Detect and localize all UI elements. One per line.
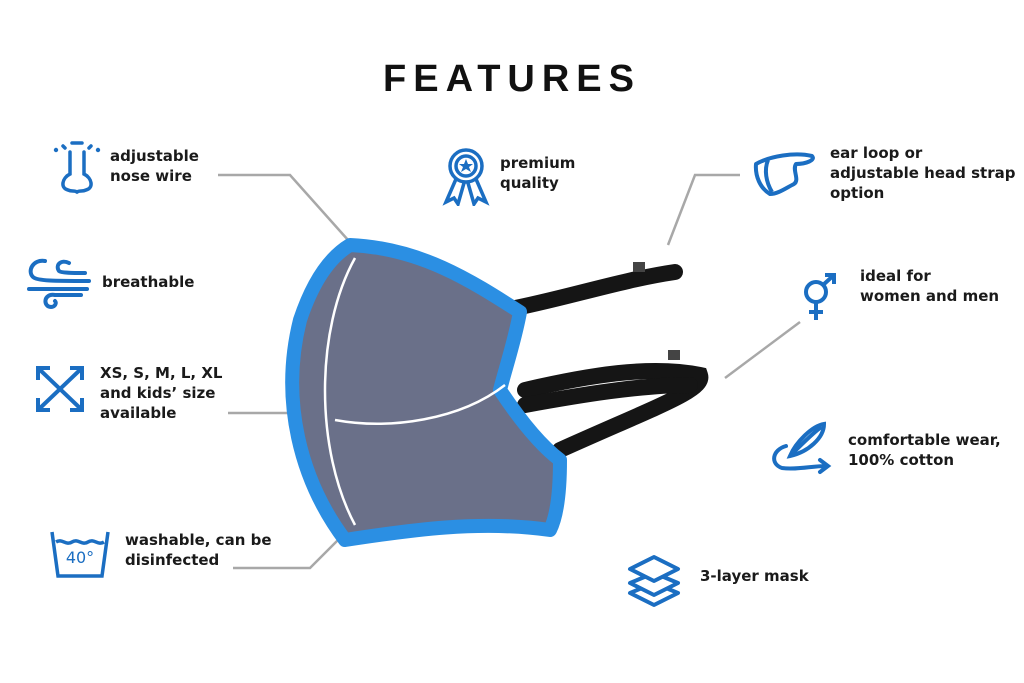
page-title: FEATURES bbox=[383, 58, 641, 100]
mask-straps bbox=[497, 264, 709, 458]
mask-body bbox=[285, 238, 567, 547]
layers-icon bbox=[628, 555, 680, 607]
resize-arrows-icon bbox=[36, 366, 84, 412]
ear-loop-mask-icon bbox=[753, 152, 815, 196]
feature-label-ear-loop: ear loop or adjustable head strap option bbox=[830, 144, 1016, 202]
feature-label-nose-wire: adjustable nose wire bbox=[110, 147, 199, 185]
nose-icon bbox=[53, 141, 101, 195]
wash-40-icon: 40° bbox=[48, 528, 112, 580]
feature-label-washable: washable, can be disinfected bbox=[125, 531, 272, 569]
wash-temperature-text: 40° bbox=[65, 548, 95, 567]
award-ribbon-icon bbox=[442, 148, 490, 206]
feature-label-premium: premium quality bbox=[500, 154, 576, 192]
feature-label-gender: ideal for women and men bbox=[860, 267, 1000, 305]
cotton-leaf-icon bbox=[772, 421, 832, 474]
feature-label-layers: 3-layer mask bbox=[700, 567, 809, 585]
feature-label-cotton: comfortable wear, 100% cotton bbox=[848, 431, 1001, 469]
feature-label-breathable: breathable bbox=[102, 273, 195, 291]
measurement-arrows bbox=[323, 257, 506, 526]
gender-icon bbox=[804, 273, 836, 320]
feature-label-sizes: XS, S, M, L, XL and kids’ size available bbox=[100, 364, 223, 422]
breathable-wind-icon bbox=[27, 258, 91, 310]
leader-lines bbox=[218, 173, 801, 570]
